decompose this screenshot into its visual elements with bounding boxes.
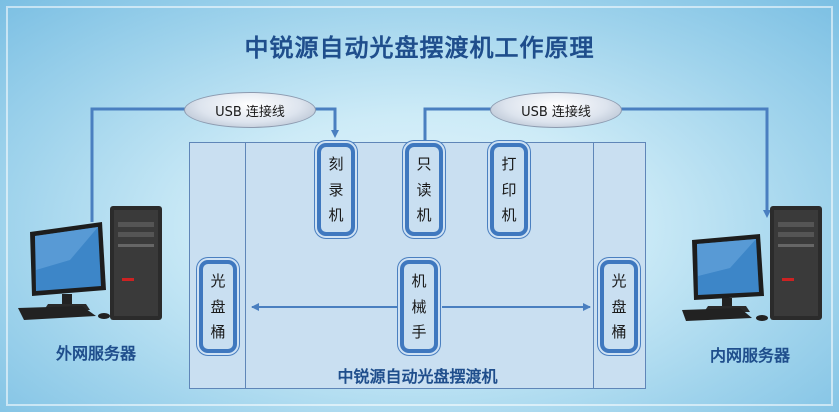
usb-cable-label-left: USB 连接线 [184,92,316,128]
desktop-computer-icon [18,206,162,320]
burner-char: 录 [328,180,344,199]
bin-right-char: 桶 [611,323,627,342]
page-title: 中锐源自动光盘摆渡机工作原理 [244,34,595,62]
usb-cable-label-right: USB 连接线 [490,92,622,128]
printer-char: 印 [501,180,517,199]
burner-unit: 刻 录 机 [317,143,355,236]
right-server-label: 内网服务器 [709,346,790,365]
arm-char: 械 [411,297,427,316]
reader-char: 读 [416,180,432,199]
machine-divider-right [593,142,594,389]
bin-left-char: 光 [210,271,226,290]
bin-left-char: 盘 [210,297,226,316]
desktop-computer-icon [682,206,822,321]
disc-bin-left: 光 盘 桶 [199,260,237,353]
arm-char: 手 [411,323,427,342]
reader-unit: 只 读 机 [405,143,443,236]
printer-unit: 打 印 机 [490,143,528,236]
printer-char: 机 [501,206,517,225]
bin-left-char: 桶 [210,323,226,342]
left-server-label: 外网服务器 [55,344,136,363]
usb-line-right [423,107,771,218]
arm-char: 机 [411,271,427,290]
burner-char: 机 [328,206,344,225]
burner-char: 刻 [328,154,344,173]
bin-right-char: 盘 [611,297,627,316]
reader-char: 只 [416,154,432,173]
reader-char: 机 [416,206,432,225]
bin-right-char: 光 [611,271,627,290]
machine-label: 中锐源自动光盘摆渡机 [337,367,498,386]
disc-bin-right: 光 盘 桶 [600,260,638,353]
machine-divider-left [245,142,246,389]
printer-char: 打 [501,154,517,173]
robotic-arm-unit: 机 械 手 [400,260,438,353]
